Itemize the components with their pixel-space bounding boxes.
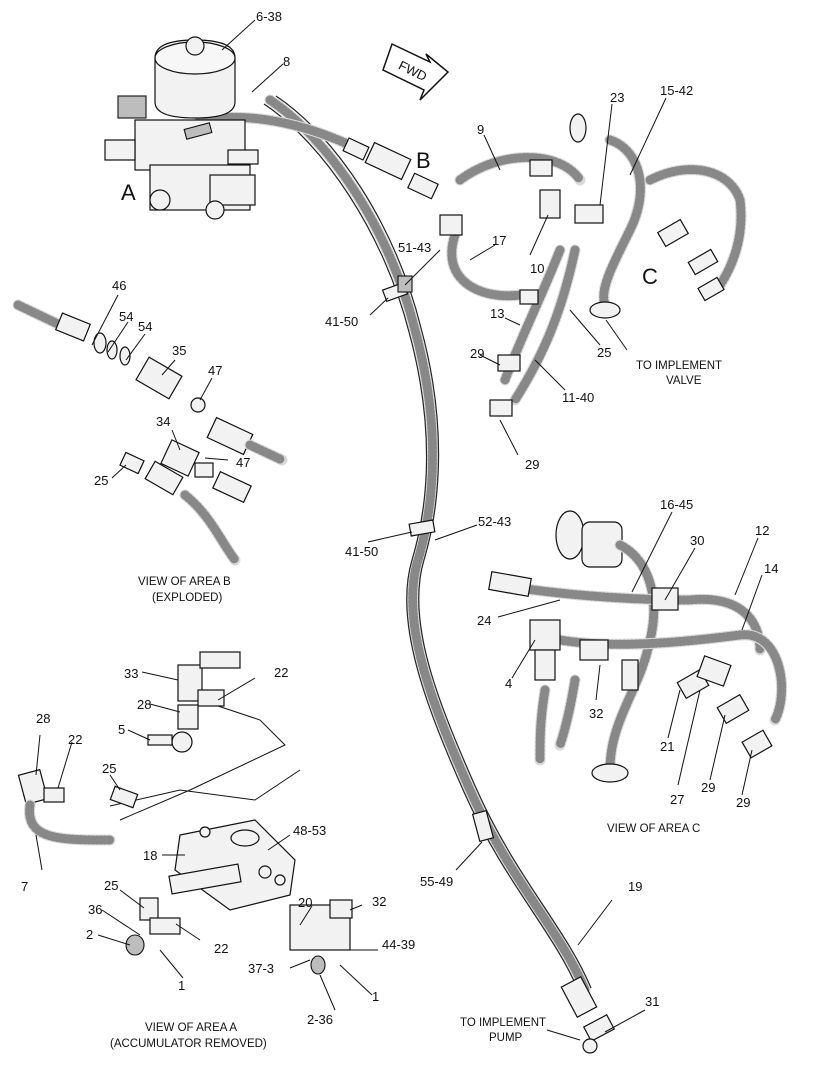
area-letter-c: C (642, 264, 658, 289)
callout-11-40: 11-40 (562, 390, 594, 405)
callout-b-25: 25 (94, 473, 108, 488)
callout-8: 8 (283, 54, 290, 69)
callout-b-34: 34 (156, 414, 170, 429)
area-a-detail-view (17, 651, 353, 975)
callout-29-a: 29 (470, 346, 484, 361)
area-letters: A B C (121, 148, 658, 289)
callout-41-50-top: 41-50 (325, 314, 358, 329)
callout-b-54-b: 54 (138, 319, 152, 334)
callout-b-35: 35 (172, 343, 186, 358)
callout-a-1-a: 1 (178, 978, 185, 993)
main-hose-19 (263, 94, 592, 996)
callout-a-22-b: 22 (68, 732, 82, 747)
callout-c-4: 4 (505, 676, 512, 691)
callout-a-2-36: 2-36 (307, 1012, 333, 1027)
callout-a-32: 32 (372, 894, 386, 909)
callout-a-1-b: 1 (372, 989, 379, 1004)
callout-a-48-53: 48-53 (293, 823, 326, 838)
callout-19: 19 (628, 879, 642, 894)
callout-51-43: 51-43 (398, 240, 431, 255)
clamp-55-49 (471, 809, 495, 843)
accumulator-6-38 (154, 36, 236, 119)
caption-view-area-c: VIEW OF AREA C (607, 823, 700, 835)
view-captions: TO IMPLEMENT VALVE VIEW OF AREA B (EXPLO… (110, 360, 722, 1050)
callout-b-46: 46 (112, 278, 126, 293)
callout-a-25-b: 25 (104, 878, 118, 893)
callout-c-30: 30 (690, 533, 704, 548)
callout-c-29-b: 29 (736, 795, 750, 810)
clamp-41-50-top (381, 275, 413, 303)
callout-29-b: 29 (525, 457, 539, 472)
area-c-upper-cluster (439, 113, 747, 417)
callout-c-14: 14 (764, 561, 778, 576)
area-b-exploded-view (12, 299, 288, 566)
callout-a-25-a: 25 (102, 761, 116, 776)
area-c-callouts: 16-45 30 12 14 24 4 32 21 29 27 29 (477, 497, 778, 810)
callout-17: 17 (492, 233, 506, 248)
callout-b-47-a: 47 (208, 363, 222, 378)
callout-52-43: 52-43 (478, 514, 511, 529)
fwd-arrow: FWD (382, 42, 450, 101)
pump-end-fitting-31 (560, 976, 616, 1054)
main-callouts: 6-38 8 9 23 15-42 17 10 51-43 41-50 13 2… (256, 9, 693, 1009)
callout-c-29-a: 29 (701, 780, 715, 795)
valve-block-area-a (104, 95, 259, 220)
callout-c-21: 21 (660, 739, 674, 754)
caption-to-implement-valve-2: VALVE (666, 375, 702, 387)
callout-c-32: 32 (589, 706, 603, 721)
caption-view-area-a: VIEW OF AREA A (145, 1022, 237, 1034)
callout-a-44-39: 44-39 (382, 937, 415, 952)
callout-a-7: 7 (21, 879, 28, 894)
clamp-41-50-mid (408, 519, 436, 537)
callout-13: 13 (490, 306, 504, 321)
caption-view-area-a-accumulator-removed: (ACCUMULATOR REMOVED) (110, 1038, 267, 1050)
callout-c-12: 12 (755, 523, 769, 538)
hose-8 (194, 111, 366, 156)
area-a-callouts: 33 22 28 5 28 22 25 7 18 48-53 25 36 2 2… (21, 665, 415, 1027)
callout-31: 31 (645, 994, 659, 1009)
caption-view-area-b-exploded: (EXPLODED) (152, 592, 222, 604)
coupling-b (342, 137, 439, 200)
callout-9: 9 (477, 122, 484, 137)
callout-a-20: 20 (298, 895, 312, 910)
callout-a-28-b: 28 (36, 711, 50, 726)
callout-a-2: 2 (86, 927, 93, 942)
leader-lines (35, 19, 763, 1041)
callout-a-33: 33 (124, 666, 138, 681)
area-b-callouts: 46 54 54 35 47 34 47 25 (94, 278, 250, 488)
callout-25-main: 25 (597, 345, 611, 360)
caption-to-implement-pump-2: PUMP (489, 1032, 523, 1044)
area-letter-b: B (416, 148, 431, 173)
callout-6-38: 6-38 (256, 9, 282, 24)
callout-a-5: 5 (118, 722, 125, 737)
callout-41-50-mid: 41-50 (345, 544, 378, 559)
callout-c-24: 24 (477, 613, 491, 628)
callout-c-27: 27 (670, 792, 684, 807)
caption-to-implement-pump-1: TO IMPLEMENT (460, 1017, 546, 1029)
callout-15-42: 15-42 (660, 83, 693, 98)
callout-b-54-a: 54 (119, 309, 133, 324)
callout-a-36: 36 (88, 902, 102, 917)
callout-10: 10 (530, 261, 544, 276)
callout-55-49: 55-49 (420, 874, 453, 889)
callout-23: 23 (610, 90, 624, 105)
callout-a-37-3: 37-3 (248, 961, 274, 976)
callout-a-22-a: 22 (274, 665, 288, 680)
caption-to-implement-valve-1: TO IMPLEMENT (636, 360, 722, 372)
caption-view-area-b: VIEW OF AREA B (138, 576, 231, 588)
callout-c-16-45: 16-45 (660, 497, 693, 512)
callout-a-22-c: 22 (214, 941, 228, 956)
callout-b-47-b: 47 (236, 455, 250, 470)
callout-a-28-a: 28 (137, 697, 151, 712)
callout-a-18: 18 (143, 848, 157, 863)
area-letter-a: A (121, 180, 136, 205)
area-c-detail-view (488, 510, 787, 783)
